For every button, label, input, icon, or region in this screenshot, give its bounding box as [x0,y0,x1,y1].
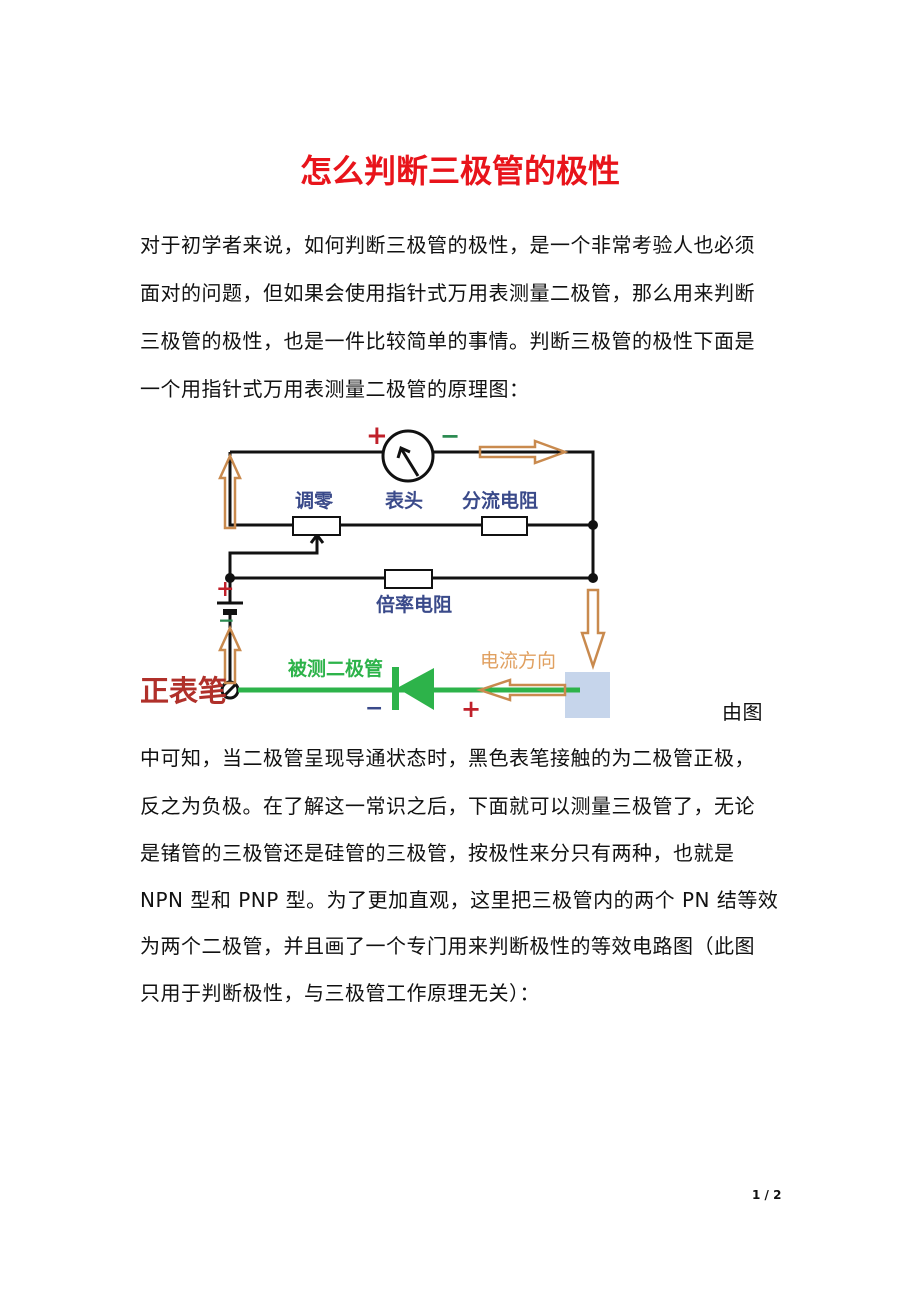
probe-terminal-slot [222,682,238,698]
meter-needle [396,445,420,477]
paragraph-line: 中可知，当二极管呈现导通状态时，黑色表笔接触的为二极管正极， [140,746,755,770]
paragraph-line: 为两个二极管，并且画了一个专门用来判断极性的等效电路图（此图 [140,934,755,958]
paragraph-line: 面对的问题，但如果会使用指针式万用表测量二极管，那么用来判断 [140,281,755,305]
junction-dot [588,520,598,530]
current-direction-label: 电流方向 [480,650,557,672]
paragraph-line: 反之为负极。在了解这一常识之后，下面就可以测量三极管了，无论 [140,794,755,818]
diode-bar [392,667,399,710]
diode-plus-sign: + [461,694,482,723]
diode-under-test-label: 被测二极管 [288,658,384,680]
paragraph-line: 只用于判断极性，与三极管工作原理无关）： [140,981,540,1005]
zero-adjust-resistor [292,516,341,536]
middle-wire [228,452,593,527]
junction-dot [225,573,235,583]
battery-plus-sign: + [216,576,235,602]
paragraph-line: 是锗管的三极管还是硅管的三极管，按极性来分只有两种，也就是 [140,841,735,865]
multimeter-circuit-diagram: 调零 表头 分流电阻 倍率电阻 正表笔 被测二极管 电流方向 + − + − −… [140,418,720,723]
multiplier-resistor [384,569,433,589]
wiper-wire [228,537,319,578]
paragraph-line: 一个用指针式万用表测量二极管的原理图： [140,377,530,401]
meter-minus-sign: − [440,421,461,450]
meter-plus-sign: + [366,421,388,451]
paragraph-line: NPN 型和 PNP 型。为了更加直观，这里把三极管内的两个 PN 结等效 [140,888,779,912]
arrow-down-icon [580,588,606,670]
arrow-up-icon [218,624,242,685]
circuit-svg [217,429,610,718]
page-title: 怎么判断三极管的极性 [299,152,620,190]
meter-head-label: 表头 [385,490,424,512]
watermark-box [565,672,610,718]
diode-triangle [397,668,434,710]
paragraph-inline-text: 由图 [722,700,763,724]
top-wire [230,450,595,578]
multiplier-resistor-label: 倍率电阻 [376,594,453,616]
junction-dot [588,573,598,583]
paragraph-line: 对于初学者来说，如何判断三极管的极性，是一个非常考验人也必须 [140,233,755,257]
diode-minus-sign: − [365,695,384,721]
shunt-resistor-label: 分流电阻 [462,490,539,512]
positive-probe-label: 正表笔 [140,674,228,708]
arrow-left-icon [476,678,567,702]
paragraph-line: 三极管的极性，也是一件比较简单的事情。判断三极管的极性下面是 [140,329,755,353]
battery-minus-sign: − [218,608,235,632]
page-number: 1 / 2 [752,1188,782,1202]
arrow-right-icon [478,439,569,465]
arrow-up-icon [218,452,242,530]
meter-circle [381,429,435,483]
battery-short-plate [223,609,237,615]
zero-adjust-label: 调零 [295,490,334,512]
shunt-resistor [481,516,528,536]
